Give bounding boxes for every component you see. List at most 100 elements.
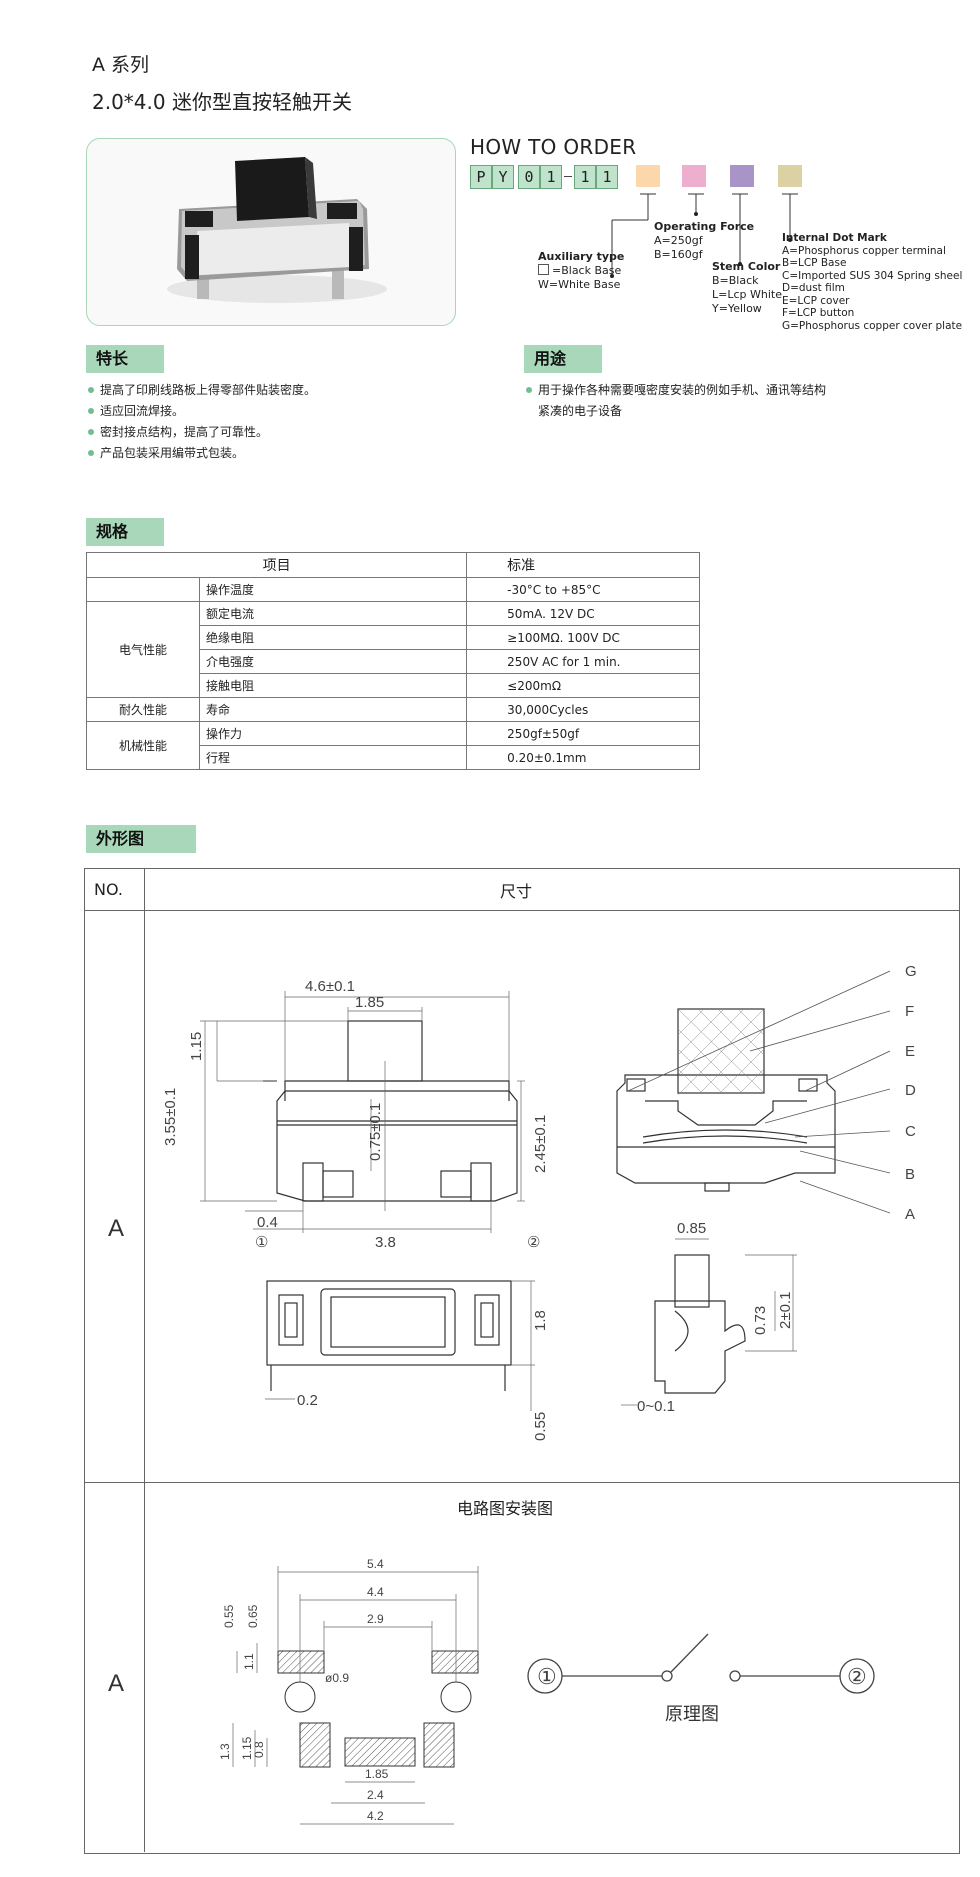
spec-item: 行程 bbox=[198, 745, 468, 770]
table-row: 介电强度 250V AC for 1 min. bbox=[87, 649, 700, 674]
table-row: 操作温度 -30°C to +85°C bbox=[86, 577, 700, 602]
dim-pcb-w3: 2.9 bbox=[367, 1612, 384, 1626]
dim-side-gap: 0~0.1 bbox=[637, 1398, 675, 1415]
pin2-label: ② bbox=[527, 1234, 540, 1251]
code-cell: 0 bbox=[518, 165, 540, 189]
dim-side-h1: 0.73 bbox=[752, 1306, 769, 1335]
spec-value: 30,000Cycles bbox=[466, 697, 700, 722]
bullet-icon bbox=[88, 449, 94, 456]
outline-row-divider bbox=[84, 1482, 959, 1483]
order-leader-lines bbox=[610, 193, 798, 278]
schematic-label: 原理图 bbox=[665, 1704, 719, 1725]
dot-mark-line: C=Imported SUS 304 Spring sheel bbox=[782, 269, 963, 282]
usage-tag: 用途 bbox=[524, 345, 602, 373]
spec-group: 耐久性能 bbox=[86, 697, 200, 722]
usage-text: 用于操作各种需要嘎密度安装的例如手机、通讯等结构 紧凑的电子设备 bbox=[526, 380, 826, 422]
circuit-title: 电路图安装图 bbox=[457, 1499, 554, 1518]
section-letter: E bbox=[905, 1043, 915, 1060]
spec-item: 寿命 bbox=[198, 697, 468, 722]
dim-pcb-h4: 1.3 bbox=[218, 1743, 232, 1760]
dot-mark-block: Internal Dot Mark A=Phosphorus copper te… bbox=[782, 232, 962, 332]
stem-color-block: Stem Color B=Black L=Lcp White Y=Yellow bbox=[712, 260, 782, 316]
code-cell: P bbox=[470, 165, 492, 189]
spec-value: 0.20±0.1mm bbox=[466, 745, 700, 770]
swatch-dot-mark bbox=[778, 165, 802, 187]
table-row: 电气性能 额定电流 50mA. 12V DC bbox=[86, 601, 700, 698]
dim-pcb-h5: 1.15 bbox=[240, 1736, 254, 1760]
spec-item: 额定电流 bbox=[198, 601, 468, 626]
code-cell: 1 bbox=[574, 165, 596, 189]
dim-front-width: 4.6±0.1 bbox=[305, 978, 355, 995]
dim-pcb-w2: 4.4 bbox=[367, 1585, 384, 1599]
dim-pcb-h3: 1.1 bbox=[242, 1653, 256, 1670]
dim-pcb-w1: 5.4 bbox=[367, 1557, 384, 1571]
list-item: 产品包装采用编带式包装。 bbox=[88, 443, 316, 464]
operating-force-title: Operating Force bbox=[654, 220, 755, 233]
checkbox-icon bbox=[538, 264, 549, 275]
dim-front-stem: 1.85 bbox=[355, 994, 384, 1011]
schematic-pin1: ① bbox=[537, 1664, 557, 1689]
dim-pcb-h2: 0.65 bbox=[246, 1604, 260, 1628]
bullet-icon bbox=[88, 386, 94, 393]
spec-value: 50mA. 12V DC bbox=[466, 601, 700, 626]
dim-bottom-h: 1.8 bbox=[532, 1310, 549, 1331]
table-row: 耐久性能 寿命 30,000Cycles bbox=[86, 697, 700, 722]
dot-mark-line: A=Phosphorus copper terminal bbox=[782, 244, 946, 257]
page-title: 2.0*4.0 迷你型直按轻触开关 bbox=[92, 90, 352, 114]
spec-item: 接触电阻 bbox=[198, 673, 468, 698]
spec-group bbox=[86, 577, 200, 602]
bullet-icon bbox=[526, 386, 532, 393]
spec-item: 操作力 bbox=[198, 721, 468, 746]
row-no: A bbox=[108, 1215, 125, 1242]
features-list: 提高了印刷线路板上得零部件贴装密度。 适应回流焊接。 密封接点结构，提高了可靠性… bbox=[88, 380, 316, 464]
code-dash bbox=[564, 176, 572, 177]
list-item: 提高了印刷线路板上得零部件贴装密度。 bbox=[88, 380, 316, 401]
spec-group: 电气性能 bbox=[86, 601, 200, 698]
dot-mark-line: B=LCP Base bbox=[782, 257, 847, 269]
dim-side-w: 0.85 bbox=[677, 1220, 706, 1237]
dim-bottom-t: 0.2 bbox=[297, 1392, 318, 1409]
col-dim-header: 尺寸 bbox=[500, 882, 533, 901]
pcb-schematic-drawing: 5.4 4.4 2.9 1.85 2.4 4.2 0.55 0.65 1.1 ø… bbox=[218, 1557, 875, 1825]
outline-header-divider bbox=[84, 910, 959, 911]
product-photo-frame bbox=[86, 138, 456, 326]
dim-pcb-h6: 0.8 bbox=[252, 1741, 266, 1758]
col-no-header: NO. bbox=[94, 880, 123, 899]
auxiliary-white: W=White Base bbox=[538, 278, 621, 291]
spec-item: 操作温度 bbox=[198, 577, 468, 602]
spec-value: 250V AC for 1 min. bbox=[466, 649, 700, 674]
section-letter: F bbox=[905, 1003, 914, 1020]
auxiliary-block: Auxiliary type =Black Base W=White Base bbox=[538, 250, 624, 292]
dim-front-mid-h: 0.75±0.1 bbox=[367, 1103, 384, 1161]
dot-mark-line: F=LCP button bbox=[782, 307, 855, 319]
dim-bottom-leg: 0.55 bbox=[532, 1412, 549, 1441]
schematic-pin2: ② bbox=[847, 1664, 867, 1689]
stem-color-title: Stem Color bbox=[712, 260, 781, 273]
dot-mark-line: G=Phosphorus copper cover plate bbox=[782, 319, 963, 332]
swatch-stem-color bbox=[730, 165, 754, 187]
dim-pcb-w4: 1.85 bbox=[365, 1767, 389, 1781]
pin1-label: ① bbox=[255, 1234, 268, 1251]
spec-tag: 规格 bbox=[86, 518, 164, 546]
list-item: 适应回流焊接。 bbox=[88, 401, 316, 422]
spec-group: 机械性能 bbox=[86, 721, 200, 770]
bullet-icon bbox=[88, 428, 94, 435]
usage-line: 紧凑的电子设备 bbox=[538, 404, 623, 418]
stem-color-y: Y=Yellow bbox=[712, 302, 762, 315]
dim-pcb-w5: 2.4 bbox=[367, 1788, 384, 1802]
table-row: 行程 0.20±0.1mm bbox=[87, 745, 700, 770]
dot-mark-line: D=dust film bbox=[782, 282, 845, 294]
dim-front-stem-h: 1.15 bbox=[188, 1032, 205, 1061]
list-item: 密封接点结构，提高了可靠性。 bbox=[88, 422, 316, 443]
product-photo bbox=[167, 157, 387, 303]
spec-head-item: 项目 bbox=[85, 552, 468, 578]
spec-item: 介电强度 bbox=[198, 649, 468, 674]
usage-line: 用于操作各种需要嘎密度安装的例如手机、通讯等结构 bbox=[526, 380, 826, 401]
series-label: A 系列 bbox=[92, 54, 150, 76]
table-row: 接触电阻 ≤200mΩ bbox=[87, 673, 700, 698]
dim-front-pin: 0.4 bbox=[257, 1214, 278, 1231]
section-letter: A bbox=[905, 1206, 915, 1223]
outline-table bbox=[84, 868, 960, 1854]
dot-mark-title: Internal Dot Mark bbox=[782, 232, 887, 244]
how-to-order-title: HOW TO ORDER bbox=[470, 135, 637, 159]
